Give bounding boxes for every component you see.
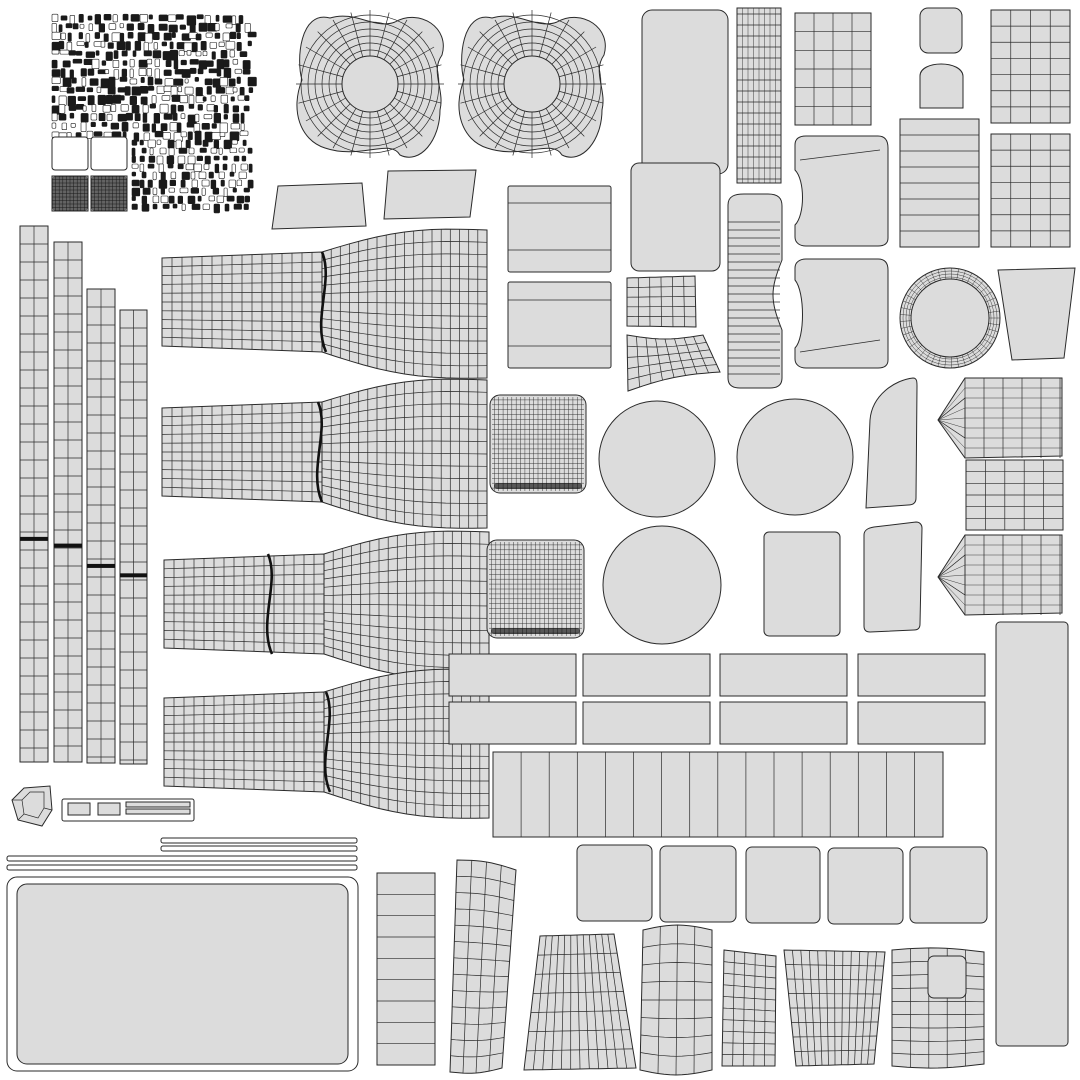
bottom-strip-2 [449, 859, 517, 1074]
bottom-strip-1 [376, 872, 436, 1066]
flower-island-right [458, 10, 606, 158]
grid-block-top [794, 12, 872, 126]
grid-block-mid [899, 118, 980, 248]
center-block-bottom [507, 281, 612, 369]
bottom-pocket [891, 947, 985, 1069]
grid-block-right-1 [990, 9, 1071, 124]
long-right-bar [995, 621, 1069, 1047]
disc-2 [736, 398, 854, 516]
fabric-panel-2 [161, 378, 488, 529]
vertical-strip-group [19, 225, 148, 765]
dense-cushion-1 [489, 394, 587, 494]
bottom-fan-3 [721, 949, 777, 1067]
grid-block-right-2 [990, 133, 1071, 248]
disc-1 [598, 400, 716, 518]
thin-rails [6, 837, 358, 871]
chevron-mesh-3 [937, 534, 1063, 616]
bottom-fan-1 [523, 933, 637, 1071]
plank-row-2 [448, 701, 986, 745]
dense-cushion-2 [486, 539, 585, 639]
tile-row [576, 844, 988, 925]
thumbnail-atlas [51, 13, 257, 214]
slanted-plate-1 [271, 182, 367, 230]
curved-mesh-1 [626, 275, 697, 328]
segmented-bar [492, 751, 944, 838]
bottom-fan-4 [783, 949, 886, 1067]
disc-3 [602, 525, 722, 645]
small-tray-piece [61, 798, 195, 822]
armrest-slab-2 [794, 258, 889, 369]
striped-column [736, 7, 782, 184]
armrest-slab-1 [794, 135, 889, 247]
plank-row-1 [448, 653, 986, 697]
curved-mesh-2 [626, 334, 721, 392]
cushion-top-1 [919, 7, 963, 54]
leaf-plate-1 [865, 377, 918, 509]
flower-island-left [296, 10, 444, 158]
large-frame [6, 876, 359, 1072]
small-slab [763, 531, 841, 637]
ring-island [899, 267, 1001, 369]
rounded-slab-tall [641, 9, 729, 175]
cushion-top-2 [919, 63, 964, 109]
chevron-mesh-2 [965, 459, 1064, 531]
trapezoid-island [997, 267, 1076, 361]
chevron-mesh-1 [937, 377, 1063, 459]
leaf-plate-2 [863, 521, 923, 633]
curved-back-strip [727, 193, 783, 389]
slanted-plate-2 [383, 169, 477, 220]
fabric-panel-3 [163, 530, 490, 681]
bottom-fan-2 [639, 924, 713, 1076]
center-block-top [507, 185, 612, 273]
fabric-panel-1 [161, 228, 488, 379]
fabric-panel-4 [163, 668, 490, 819]
rounded-slab-mid [630, 162, 721, 272]
small-hexagon-piece [11, 785, 53, 827]
